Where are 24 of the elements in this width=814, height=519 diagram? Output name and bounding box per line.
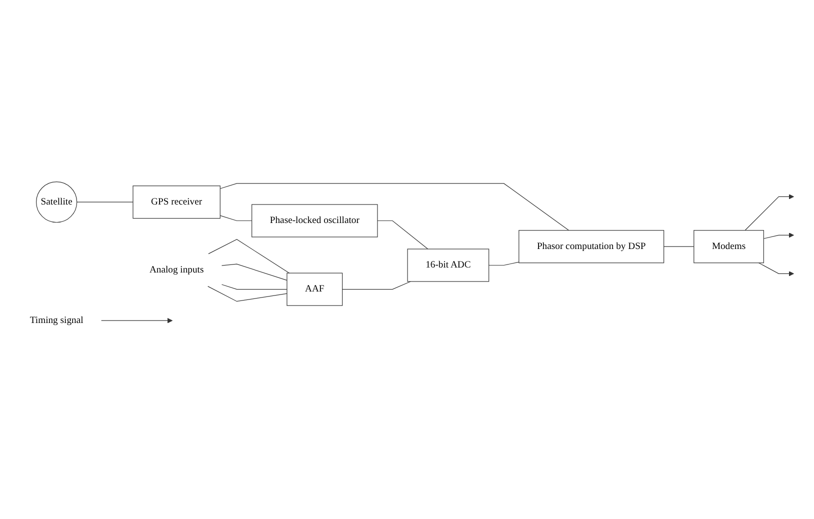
connector-line [208,286,288,302]
connector-line [488,262,520,266]
signal-label: Analog inputs [149,264,204,276]
process-box: GPS receiver [132,186,220,219]
arrow [763,232,794,240]
connector-line [664,246,694,248]
process-box: AAF [286,272,343,306]
connector-line [220,215,252,222]
process-box: Modems [694,230,764,264]
connector-line [221,264,288,281]
connector-line [377,220,428,250]
signal-label: Timing signal [30,315,84,326]
connector-line [220,183,570,231]
connector-line [221,284,288,290]
process-box: Phasor computation by DSP [518,230,664,264]
arrow [101,318,173,324]
connector-line [342,281,411,290]
process-box: Phase-locked oscillator [252,204,378,238]
connector-line [76,202,134,203]
arrow [744,194,794,231]
satellite-circle: Satellite [36,182,78,223]
process-box: 16-bit ADC [407,248,490,282]
arrow [758,262,794,276]
connector-line [208,239,290,274]
